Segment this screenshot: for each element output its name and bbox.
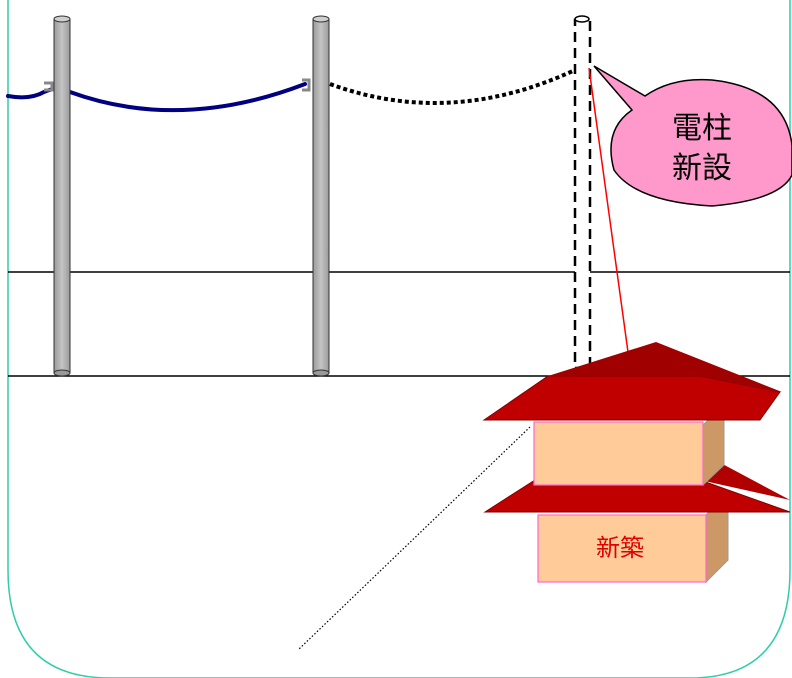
callout-line2: 新設 (672, 151, 732, 186)
existing-pole-2 (302, 15, 330, 377)
new-pole (573, 15, 592, 370)
house-label: 新築 (596, 534, 644, 562)
new-house-icon (482, 342, 791, 584)
planned-wire (329, 68, 576, 105)
callout-line1: 電柱 (672, 111, 732, 146)
callout-balloon: 電柱 新設 (593, 65, 792, 207)
frame-border (7, 0, 791, 678)
existing-pole-1 (44, 15, 71, 377)
house-leader (297, 426, 531, 651)
callout-leader (588, 67, 629, 353)
